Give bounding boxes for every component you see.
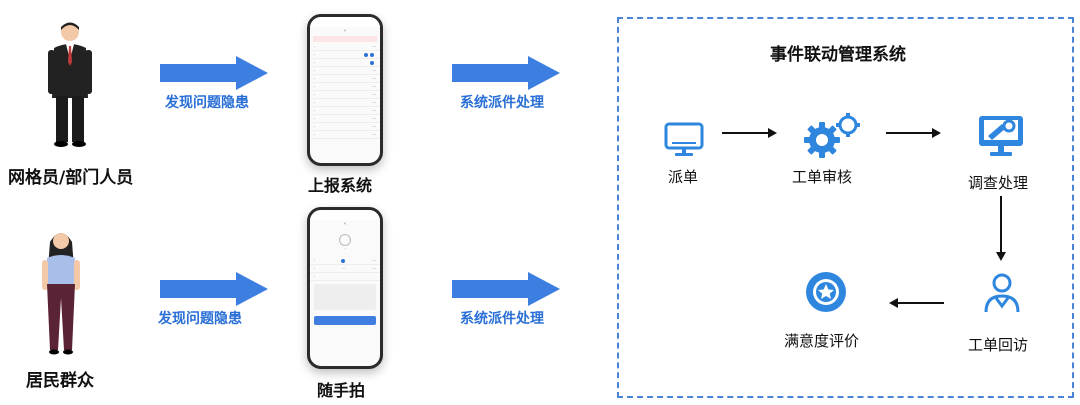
gears-icon bbox=[804, 113, 860, 158]
snap-photo-phone: ‹ · ·— ·—— · bbox=[307, 207, 383, 369]
discover-arrow-bottom bbox=[160, 272, 268, 306]
flow-arrow-1 bbox=[722, 128, 777, 138]
dispatch-label-top: 系统派件处理 bbox=[460, 95, 544, 111]
star-badge-icon bbox=[806, 272, 846, 312]
flow-arrow-4 bbox=[889, 298, 944, 308]
event-management-system-box bbox=[617, 17, 1074, 398]
report-system-label: 上报系统 bbox=[308, 176, 373, 195]
phone-header: ‹ bbox=[344, 28, 346, 34]
grid-staff-label: 网格员/部门人员 bbox=[8, 168, 134, 188]
dispatch-arrow-top bbox=[452, 56, 560, 90]
node-dispatch: 派单 bbox=[668, 168, 699, 186]
submit-button bbox=[314, 316, 376, 325]
monitor-icon bbox=[664, 122, 704, 156]
node-investigate: 调查处理 bbox=[968, 174, 1029, 192]
dispatch-label-bottom: 系统派件处理 bbox=[460, 311, 544, 327]
discover-label-top: 发现问题隐患 bbox=[165, 95, 249, 111]
node-review: 工单审核 bbox=[792, 168, 853, 186]
system-title: 事件联动管理系统 bbox=[770, 45, 906, 65]
grid-staff-figure bbox=[48, 22, 92, 147]
node-revisit: 工单回访 bbox=[968, 336, 1029, 354]
dispatch-arrow-bottom bbox=[452, 272, 560, 306]
discover-label-bottom: 发现问题隐患 bbox=[158, 311, 242, 327]
resident-figure bbox=[42, 233, 80, 355]
flow-arrow-2 bbox=[886, 128, 941, 138]
resident-label: 居民群众 bbox=[26, 371, 94, 391]
discover-arrow-top bbox=[160, 56, 268, 90]
flow-arrow-3 bbox=[996, 196, 1006, 261]
repair-monitor-icon bbox=[979, 116, 1023, 156]
user-icon bbox=[984, 273, 1020, 313]
snap-photo-label: 随手拍 bbox=[317, 381, 366, 400]
report-system-phone: ‹ ·— · · ·— ·— ·— ·— ·— ·— ·— ·— ·— bbox=[307, 14, 383, 166]
camera-icon bbox=[339, 234, 351, 246]
node-satisfaction: 满意度评价 bbox=[784, 332, 860, 350]
